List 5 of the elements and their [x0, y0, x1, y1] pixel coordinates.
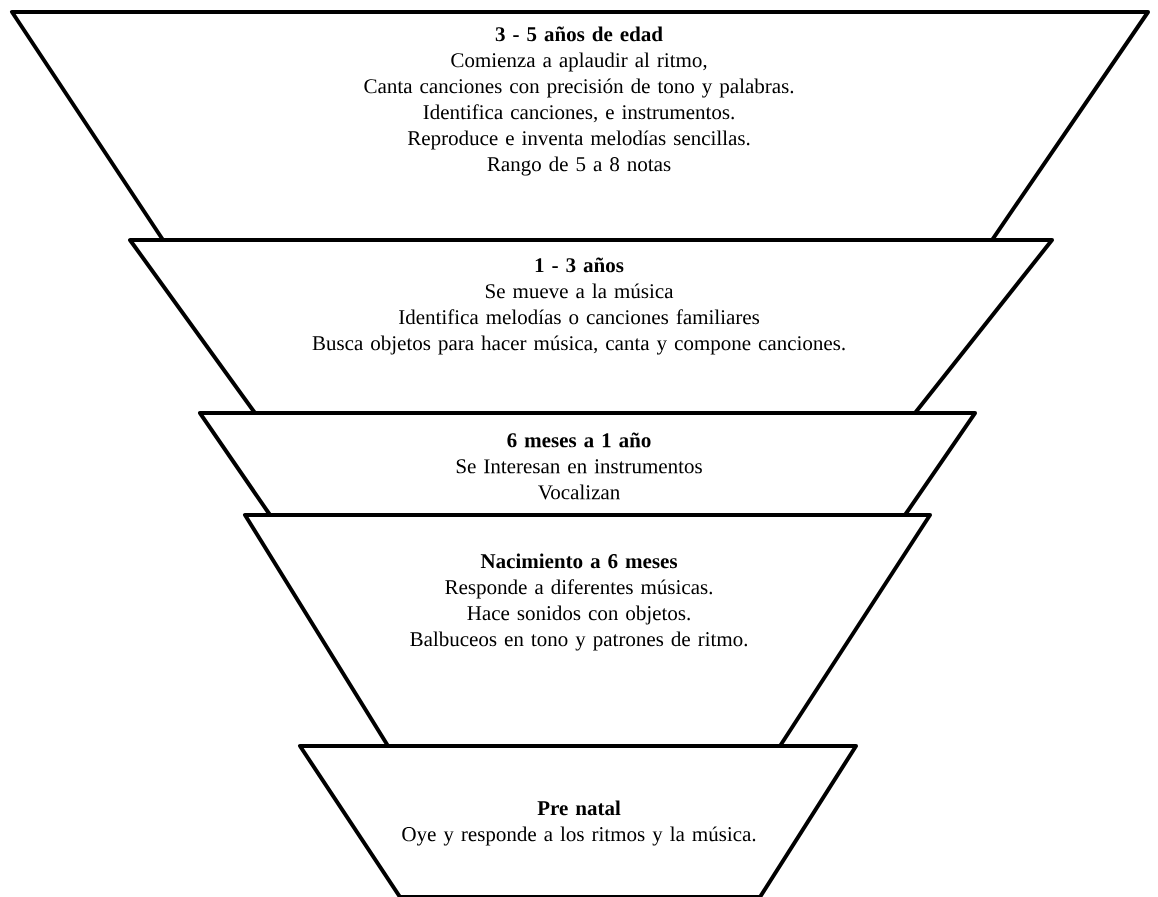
funnel-band: 1 - 3 años Se mueve a la música Identifica melodías o canciones familiares Busca objetos para hacer música, canta y compone canciones.	[128, 238, 1054, 415]
funnel-band: Pre natal Oye y responde a los ritmos y la música.	[298, 744, 858, 897]
funnel-band: 6 meses a 1 año Se Interesan en instrumentos Vocalizan	[198, 411, 977, 517]
funnel-band: 3 - 5 años de edad Comienza a aplaudir al ritmo, Canta canciones con precisión de tono y palabras. Identifica canciones, e instrumentos. Reproduce e inventa melodías sencillas. Rango de 5 a 8 notas	[10, 10, 1150, 242]
funnel-band: Nacimiento a 6 meses Responde a diferentes músicas. Hace sonidos con objetos. Balbuceos en tono y patrones de ritmo.	[243, 513, 932, 748]
